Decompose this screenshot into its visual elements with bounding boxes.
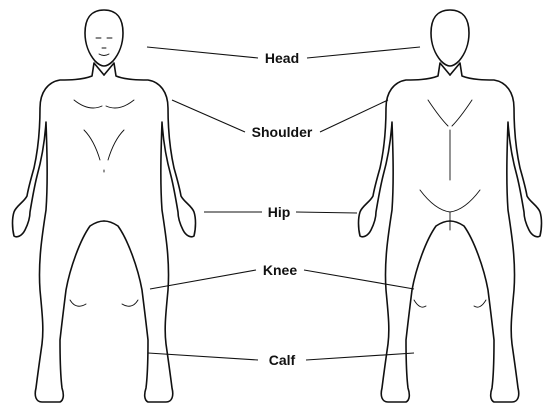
knee-label: Knee (259, 262, 301, 278)
head-label: Head (261, 50, 303, 66)
hip-label: Hip (264, 204, 295, 220)
shoulder-label: Shoulder (248, 124, 317, 140)
calf-label: Calf (265, 352, 299, 368)
front-figure (13, 10, 196, 402)
back-figure (359, 10, 542, 402)
